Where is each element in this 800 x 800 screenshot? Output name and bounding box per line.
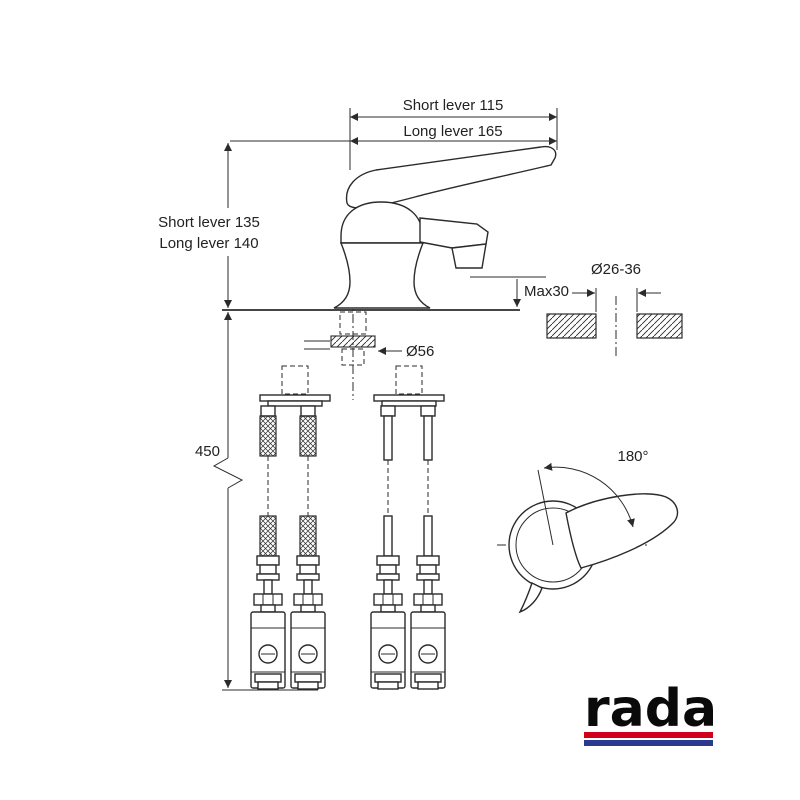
cartridge-dome [340,201,424,244]
flexible-hose-assembly [250,365,331,690]
pipe-nut [380,405,396,417]
label-mask [148,208,270,256]
left-height-dimension: Short lever 135 Long lever 140 [148,143,270,308]
hose-connector [260,405,276,417]
threaded-stud [304,311,376,366]
rada-logo: rada [584,679,717,746]
logo-blue-bar [584,740,713,746]
backnut [330,335,376,348]
isolation-valve [410,593,446,690]
braided-hose [259,515,277,557]
dim-label-long-lever-165: Long lever 165 [403,123,502,140]
compression-fitting [416,555,440,581]
dim-label-short-lever-115: Short lever 115 [403,97,504,114]
rotation-arc [543,462,635,528]
mounting-gasket [267,400,323,407]
dim-label-180-degrees: 180° [617,448,648,465]
mounting-gasket [381,400,437,407]
deck-cross-section: Ø26-36 [546,261,683,358]
compression-fitting [256,555,280,581]
lever-handle [345,145,557,209]
dim-label-short-lever-135: Short lever 135 [158,214,260,231]
braided-hose [299,515,317,557]
dim-label-hole-diameter: Ø26-36 [591,261,641,278]
copper-tail [423,515,433,557]
mounting-plate [259,394,331,402]
spout-arm [419,217,489,249]
isolation-valve [250,593,286,690]
lever-top-view: 180° [497,448,679,614]
shank-position-dashed [281,365,309,395]
isolation-valve [370,593,406,690]
compression-fitting [296,555,320,581]
dim-label-max30: Max30 [524,283,569,300]
copper-tail [423,415,433,461]
rigid-pipe-assembly [370,365,446,690]
lever-tip-plan [518,582,543,614]
faucet-side-view [333,145,557,400]
compression-fitting [376,555,400,581]
faucet-body-column [333,242,431,309]
top-lever-dimension: Short lever 115 Long lever 165 [230,97,558,170]
mounting-plate [373,394,445,402]
shank-position-dashed [395,365,423,395]
max-deck-thickness-dimension: Max30 [470,276,569,307]
braided-hose [299,415,317,457]
dim-label-long-lever-140: Long lever 140 [159,235,258,252]
dim-label-base-diameter: Ø56 [406,343,434,360]
logo-red-bar [584,732,713,738]
copper-tail [383,415,393,461]
stud-lower [341,348,365,366]
base-diameter-dimension: Ø56 [378,343,434,360]
hose-connector [300,405,316,417]
lever-paddle-plan [565,493,679,569]
break-symbol [212,457,244,489]
spout-outlet [451,243,487,269]
stud-shank [339,311,367,335]
supply-length-dimension: 450 [195,312,318,691]
copper-tail [383,515,393,557]
logo-text: rada [584,679,717,739]
dim-label-450: 450 [195,443,220,460]
braided-hose [259,415,277,457]
deck-section-left [546,313,597,339]
isolation-valve [290,593,326,690]
deck-section-right [636,313,683,339]
pipe-nut [420,405,436,417]
